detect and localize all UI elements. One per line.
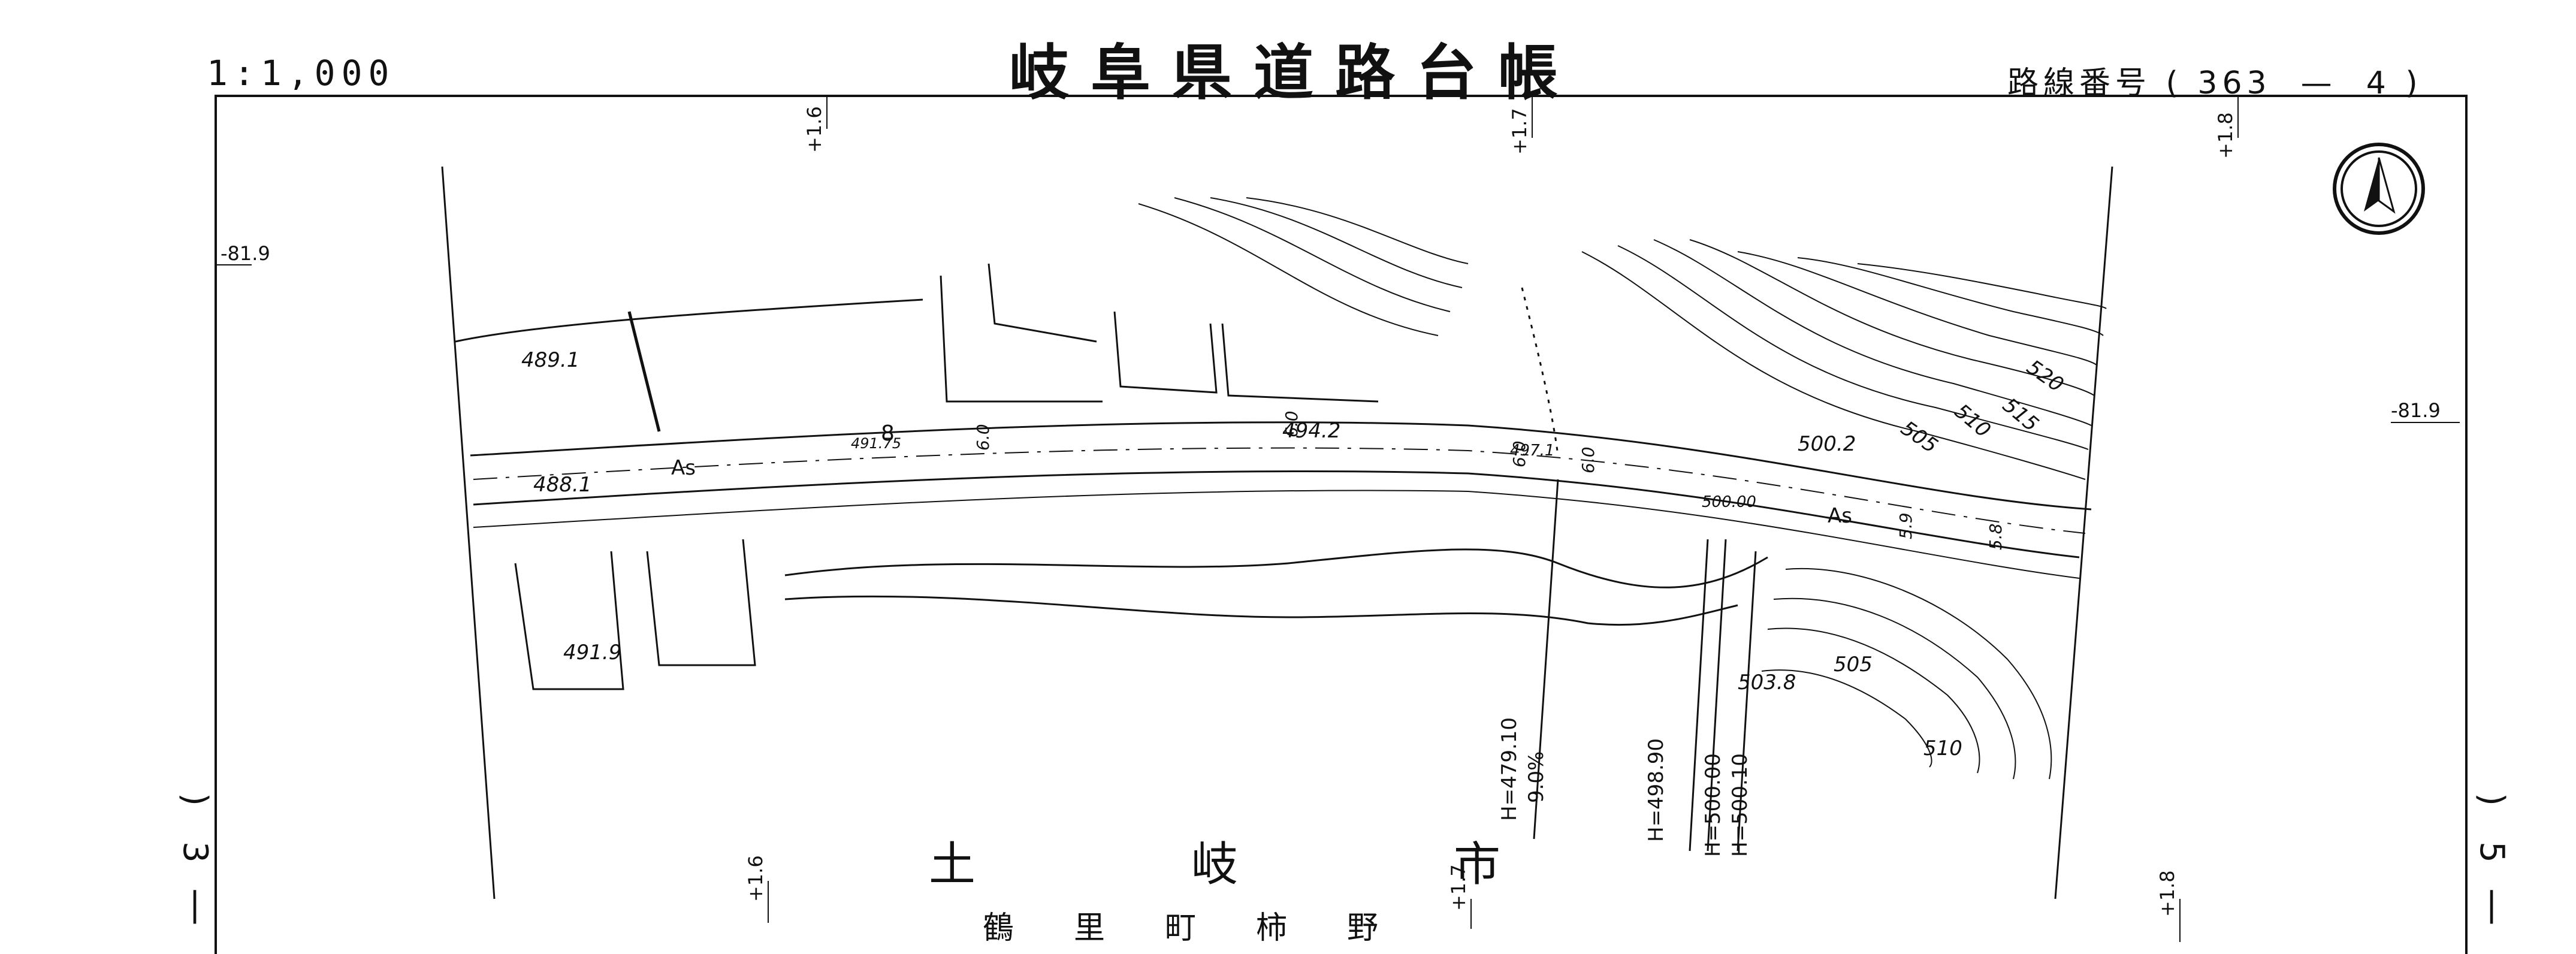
adjacent-sheet-right: ) 5 |	[2472, 773, 2511, 931]
map-scale: 1:1,000	[207, 53, 395, 93]
height-leader-2	[1689, 539, 1709, 852]
contour-label: 515	[1998, 393, 2043, 436]
grid-tick-left: -81.9	[221, 242, 270, 265]
contour-label: 510	[1950, 399, 1995, 442]
elevation-label: 500.00	[1702, 493, 1756, 511]
sheet-ref-number: 3	[176, 841, 215, 863]
contour-label: 505	[1896, 416, 1942, 458]
adjacent-sheet-left: ) 3 |	[176, 773, 215, 931]
height-label: H=500.10	[1728, 753, 1752, 857]
width-label: 5.8	[1986, 523, 2006, 550]
road-surface-label: As	[1828, 504, 1852, 528]
district-name: 鶴里町柿野	[983, 910, 1439, 946]
contour-lines-south	[1761, 568, 2052, 780]
height-grade-label: 9.0%	[1524, 751, 1548, 803]
river-bank-south	[784, 595, 1738, 626]
contour-label: 505	[1834, 653, 1873, 677]
grid-tick-bottom: +1.8	[2156, 870, 2179, 917]
field-boundary	[455, 298, 923, 343]
sheet-boundary-left	[441, 166, 496, 899]
height-leader-3	[1707, 539, 1727, 852]
grid-tick-bottom: +1.6	[744, 855, 767, 902]
elevation-label: 500.2	[1798, 432, 1856, 456]
sheet-ref-number: 5	[2472, 841, 2511, 863]
road-curb-south	[473, 490, 2080, 579]
station-marker: 8	[881, 421, 895, 446]
fence-line	[627, 311, 661, 432]
height-label: H=498.90	[1644, 738, 1668, 842]
road-centerline	[473, 447, 2086, 534]
width-label: 6.0	[1282, 410, 1301, 437]
grid-tick-top: +1.6	[803, 106, 826, 153]
grid-tick-top: +1.8	[2214, 112, 2237, 159]
contour-label: 510	[1923, 736, 1962, 760]
sheet-ref-paren: )	[2472, 793, 2511, 806]
river-bank-north	[784, 548, 1768, 588]
elevation-label: 488.1	[533, 473, 591, 497]
contour-label: 520	[2022, 355, 2068, 397]
grid-tick-top: +1.7	[1508, 108, 1531, 155]
height-label: H=500.00	[1701, 753, 1725, 857]
width-label: 5.9	[1896, 512, 1916, 539]
parcel-upper-2	[987, 263, 1097, 343]
width-label: 6.0	[973, 424, 993, 451]
parcel-upper-4	[1221, 323, 1379, 403]
elevation-label: 497.1	[1510, 442, 1554, 460]
contour-lines-hill	[1138, 197, 2107, 480]
parcel-left-2	[646, 539, 756, 666]
grid-tick-right: -81.9	[2391, 399, 2441, 422]
height-leader-1	[1533, 479, 1559, 840]
north-arrow-icon	[2331, 141, 2427, 239]
path-dotted	[1521, 287, 1559, 456]
road-surface-label: As	[671, 456, 696, 480]
parcel-upper-3	[1113, 311, 1218, 394]
height-label: H=479.10	[1497, 717, 1521, 821]
city-name: 土岐市	[929, 838, 1717, 892]
road-edge-north	[470, 421, 2092, 511]
elevation-label: 494.2	[1282, 419, 1340, 443]
width-label: 6.0	[1578, 446, 1598, 473]
sheet-ref-paren: )	[176, 793, 215, 806]
elevation-label: 491.75	[851, 435, 901, 452]
height-leader-4	[1737, 551, 1757, 852]
elevation-label: 503.8	[1738, 671, 1796, 695]
road-edge-south	[473, 470, 2080, 558]
grid-tick-bottom: +1.7	[1447, 864, 1470, 911]
parcel-left-1	[514, 551, 624, 690]
map-frame	[215, 95, 2468, 954]
parcel-upper-1	[940, 275, 1103, 403]
elevation-label: 489.1	[521, 348, 579, 372]
elevation-label: 491.9	[563, 641, 621, 665]
width-label: 6.0	[1509, 440, 1529, 467]
